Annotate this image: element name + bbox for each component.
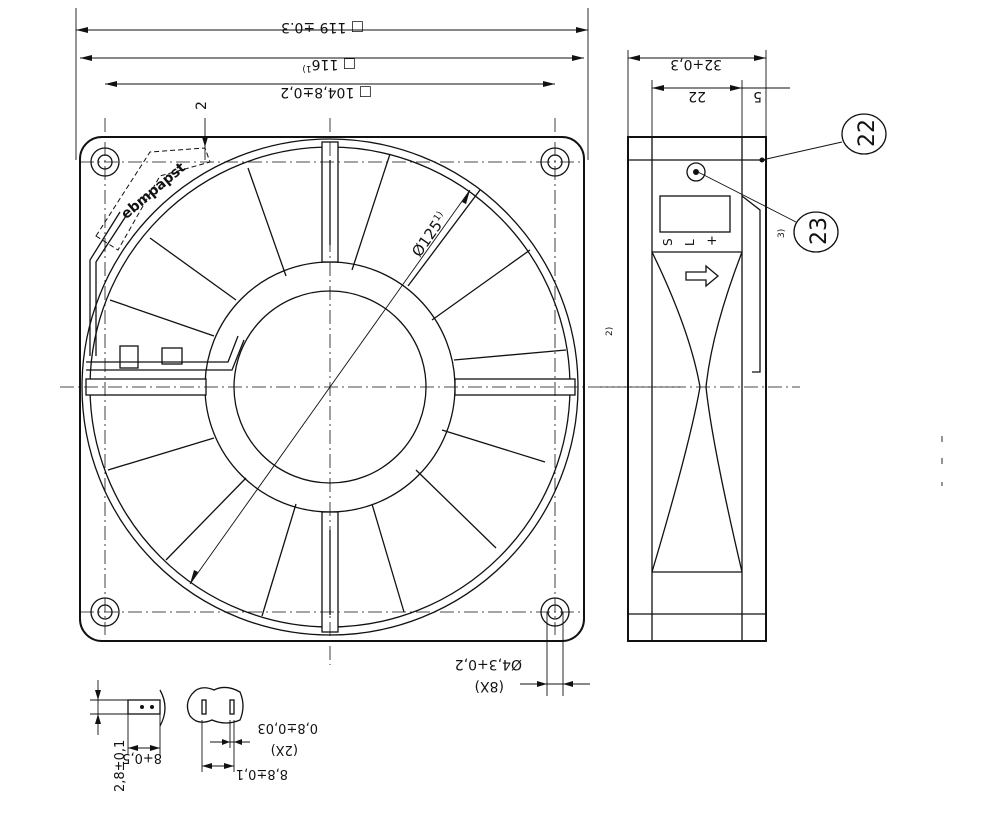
cable-channel (89, 211, 127, 356)
earth-screw (686, 162, 706, 182)
tab-width-label: 8,8±0,1 (236, 766, 288, 781)
terminal-block (659, 195, 731, 233)
callout-23 (793, 211, 839, 253)
depth-body-label: 22 (688, 88, 706, 104)
side-view: S L + 2) 3) 32+0,3 22 5 22 23 (600, 50, 887, 642)
cable-path (86, 335, 245, 371)
tab-detail: (2X) 0,8±0,03 8,8±0,1 (186, 686, 318, 781)
callout-23-label: 23 (807, 217, 832, 245)
terminal-mark: S (661, 238, 675, 246)
side-blade (651, 251, 743, 573)
side-note-3: 3) (777, 229, 787, 238)
cable-clip (119, 345, 139, 369)
housing-outline (79, 136, 585, 642)
terminal-mark: + (705, 235, 720, 246)
hole-pitch-label: □ 104,8±0,2 (280, 84, 372, 100)
hole-dimension: (8X) Ø4,3+0,2 (455, 612, 590, 696)
terminal-mark: L (683, 239, 697, 246)
terminal-length-label: 8+0,5 (122, 750, 162, 765)
tab-count-label: (2X) (271, 742, 298, 757)
diameter-leader (189, 189, 471, 585)
tab-outline (186, 686, 244, 724)
arrow-right-icon (685, 264, 720, 288)
tab-thickness-label: 0,8±0,03 (257, 720, 318, 735)
hole-count-label: (8X) (475, 678, 504, 694)
top-dimensions: □ 119 ±0.3 □ 1161) □ 104,8±0,2 2 (75, 8, 589, 160)
outer-width-label: □ 1161) (302, 56, 356, 73)
callout-22-label: 22 (855, 119, 880, 147)
side-note-2: 2) (605, 327, 615, 336)
offset-label: 2 (194, 101, 210, 110)
cable-outlet (741, 195, 761, 373)
front-view: ebmpapst Ø1251) (60, 118, 680, 665)
terminal-detail: 2,8±0,1 8+0,5 (90, 680, 166, 792)
side-outline (627, 136, 767, 642)
overall-width-label: □ 119 ±0.3 (281, 19, 364, 35)
diameter-label: Ø1251) (408, 209, 451, 260)
terminal-height-label: 2,8±0,1 (113, 740, 128, 792)
blades (107, 153, 567, 617)
hole-diameter-label: Ø4,3+0,2 (455, 656, 522, 672)
depth-total-label: 32+0,3 (670, 56, 722, 72)
depth-flange-label: 5 (753, 88, 762, 104)
cable-clip (161, 347, 183, 365)
callout-22 (841, 113, 887, 155)
